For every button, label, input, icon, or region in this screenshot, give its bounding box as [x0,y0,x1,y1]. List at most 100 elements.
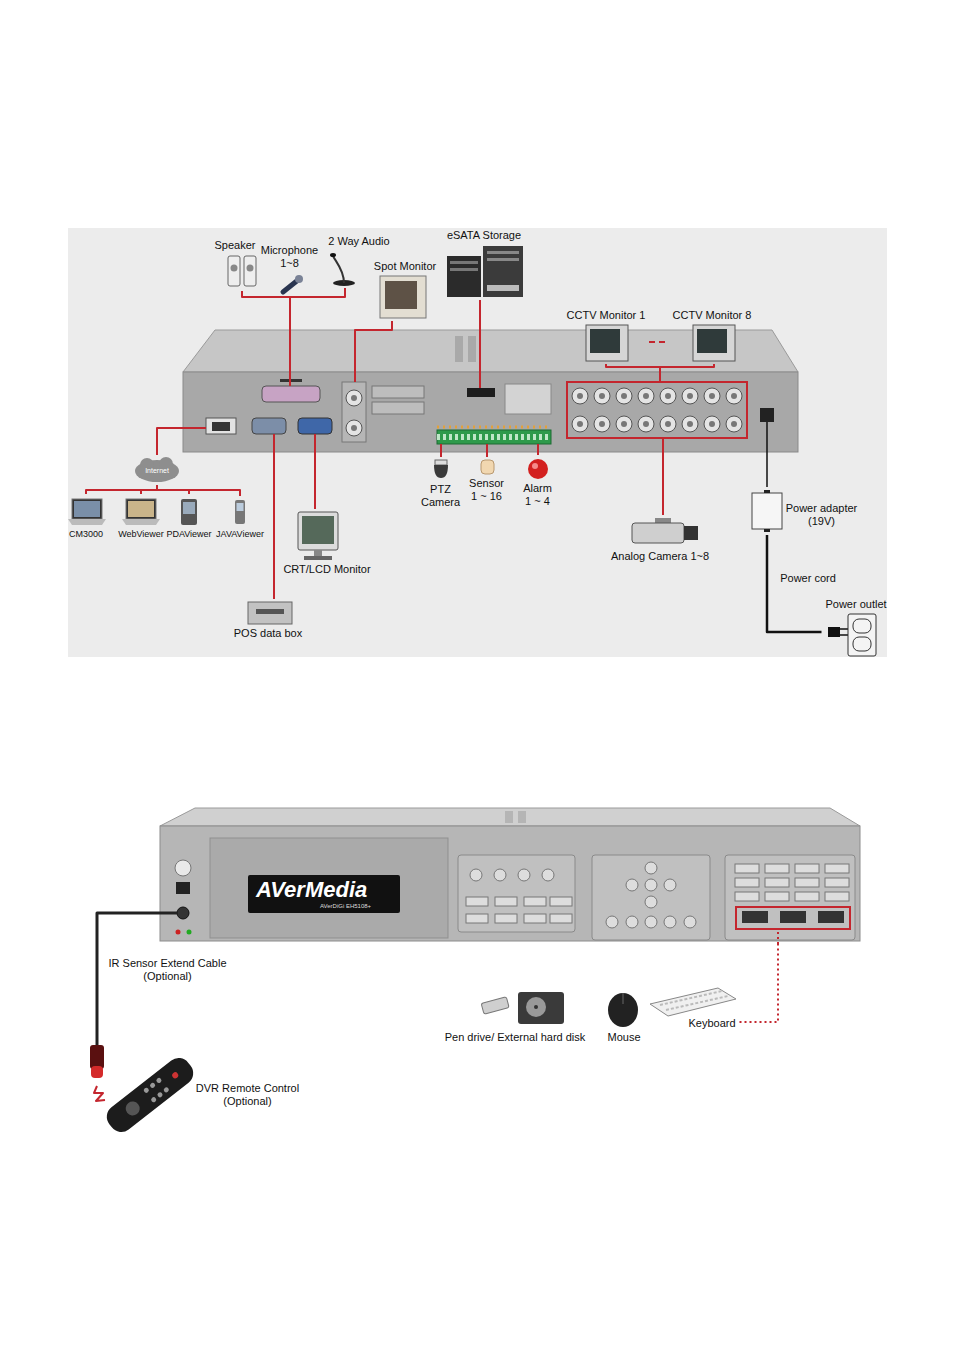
sensor-icon [481,460,494,474]
front-button-panels [606,916,618,928]
viewer-icons [68,519,106,525]
cctv-monitor-item: CCTV Monitor 1 [563,306,649,364]
desk-microphone-icon [333,256,344,283]
viewer-icons [68,499,245,525]
port-wire [440,444,442,452]
power-outlet-icon [853,637,871,651]
power-outlet-icon [828,614,876,656]
connector-wire [94,1086,105,1101]
rear-ports [616,388,632,404]
sensor-item: Sensor 1 ~ 16 [465,457,510,506]
rear-ports [594,388,610,404]
front-button-panels [735,878,759,887]
remote-control-icon [150,1096,157,1103]
pen-drive-hard-disk-item: Pen drive/ External hard disk [441,987,589,1047]
remote-control-icon [123,1099,143,1119]
edge-label: Power cord [780,572,836,585]
dvr-front-panel: AVerMediaAVerDiGi EH5108+ [157,805,863,944]
rear-ports [437,430,551,444]
connector-wire [157,485,240,496]
front-button-panels [645,916,657,928]
connector-wire [273,452,275,599]
connector-wire [486,452,488,457]
rear-ports [572,388,588,404]
remote-control-icon [171,1071,179,1079]
device-label: Microphone 1~8 [259,244,321,270]
remote-control-icon [102,1053,198,1137]
front-button-panels [825,892,849,901]
rear-ports [298,418,332,434]
device-label: AVerDiGi EH5108+ [320,903,373,910]
esata-storage-icon [487,258,519,261]
dvr-front-body [160,808,860,826]
device-label: Alarm 1 ~ 4 [522,482,554,508]
connector-wire [242,291,290,372]
connector-wire [289,297,291,372]
spot-monitor-item: Spot Monitor [370,257,440,321]
ir-cable-icon [90,913,177,1078]
mouse-icon [608,993,638,1027]
front-button-panels [518,869,530,881]
ir-cable-icon [157,912,177,915]
port-wire [537,444,539,452]
speaker-icon [228,256,256,286]
rear-ports [660,416,676,432]
dvr-front-body [248,875,400,913]
dvr-front-body [160,808,860,941]
power-outlet-icon [853,619,871,633]
dvr-rear-body [183,330,798,372]
device-label: IR Sensor Extend Cable (Optional) [98,957,238,983]
device-label: PDAViewer [166,529,213,540]
device-label: Speaker [214,239,256,252]
pen-drive-hard-disk-icon [526,997,546,1017]
mouse-icon [608,993,638,1027]
remote-control-icon [163,1086,170,1093]
esata-storage-icon [487,251,519,254]
device-label: Keyboard [688,1017,737,1030]
front-button-panels [735,864,759,873]
alarm-item: Alarm 1 ~ 4 [519,455,558,511]
speaker-item: Speaker [211,236,259,291]
cctv-monitor-icon [693,325,735,361]
device-label: Sensor 1 ~ 16 [468,477,506,503]
device-label: 2 Way Audio [328,235,391,248]
device-label: PTZ Camera [420,483,462,509]
rear-ports [638,416,654,432]
ir-cable-icon [96,954,99,1045]
viewer-item: PDAViewer [163,494,216,543]
port-wire [486,444,488,452]
power-adapter-icon [752,493,782,529]
port-wire [659,372,661,382]
device-label: Analog Camera 1~8 [610,550,710,563]
remote-control-icon [143,1087,150,1094]
rear-ports [594,416,610,432]
usb-ports [818,911,844,923]
front-button-panels [626,879,638,891]
connector-wire [649,341,669,343]
front-button-panels [795,892,819,901]
crt-lcd-monitor-icon [302,516,334,544]
power-wire [766,422,768,452]
ir-cable-icon [90,1045,104,1069]
connector-wire [662,452,664,515]
port-wire [479,372,481,388]
microphone-icon [295,275,303,283]
power-outlet-item: Power outlet [822,595,891,659]
connector-wire [157,428,183,455]
connector-wire [537,452,539,455]
front-button-panels [664,879,676,891]
front-button-panels [626,916,638,928]
dvr-front-body [176,930,181,935]
rear-ports [342,382,366,442]
esata-storage-icon [447,246,523,297]
remote-control-icon [149,1082,156,1089]
viewer-icons [128,501,154,517]
cctv-monitor-icon [590,329,620,353]
ptz-camera-item: PTZ Camera [417,457,466,512]
crt-lcd-monitor-icon [298,512,338,550]
diagram-panel [68,228,887,657]
dvr-front-body [505,811,513,823]
rear-ports [704,388,720,404]
